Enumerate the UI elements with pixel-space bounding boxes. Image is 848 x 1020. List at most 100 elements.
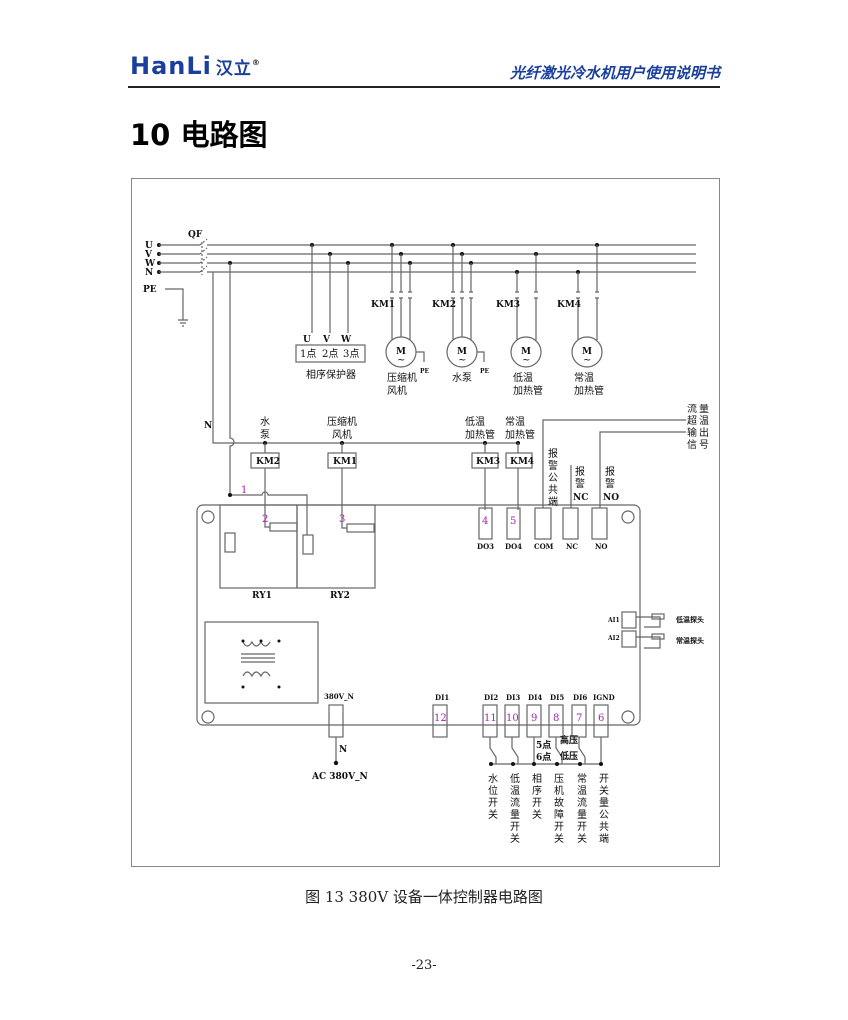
terminal-nc: NC — [566, 542, 578, 551]
motor-ac-icon: ~ — [522, 355, 530, 366]
heater-icon: M — [582, 347, 592, 357]
pe-small: PE — [480, 368, 490, 375]
switch-label: 压机故障开关 — [552, 773, 564, 845]
km4-load-2: 加热管 — [574, 384, 604, 397]
ai1-label: AI1 — [607, 617, 620, 624]
section-title: 10 电路图 — [130, 118, 268, 152]
phase-n-label: N — [145, 268, 153, 278]
ai2-label: AI2 — [607, 635, 620, 642]
motor-ac-icon: ~ — [458, 355, 466, 366]
switch-label: 常温流量开关 — [575, 772, 587, 845]
note-5: 5点 — [536, 739, 551, 751]
power-input: 380V_N N AC 380V_N — [311, 692, 368, 782]
wire-number: 3 — [339, 514, 345, 525]
coil-label: 压缩机 — [327, 415, 357, 428]
km3-label: KM3 — [496, 300, 520, 310]
relay-ry2: RY2 — [330, 591, 350, 601]
km1-label: KM1 — [371, 300, 395, 310]
km3-coil: KM3 — [476, 457, 500, 467]
km4-coil: KM4 — [510, 457, 534, 467]
power-label: AC 380V_N — [311, 772, 368, 782]
phase-w-label: W — [144, 259, 156, 269]
relay-ry1: RY1 — [252, 591, 272, 601]
km2-coil: KM2 — [256, 457, 280, 467]
motor-ac-icon: ~ — [397, 355, 405, 366]
coil-label: 加热管 — [465, 428, 495, 441]
di2-label: DI2 — [484, 693, 498, 702]
analog-inputs: AI1 AI2 低温探头 常温探头 — [607, 611, 704, 649]
switch-label: 开关量公共端 — [597, 773, 609, 845]
switch-label: 相序开关 — [530, 772, 542, 821]
controller-board: RY1 RY2 — [196, 504, 641, 726]
phase-labels: U V W N PE QF — [143, 230, 203, 295]
pe-label: PE — [143, 285, 157, 295]
pp-u: U — [303, 335, 311, 345]
di4-label: DI4 — [528, 693, 542, 702]
terminal-number: 9 — [531, 713, 537, 724]
terminal-number: 12 — [434, 713, 447, 724]
probe-low-temp: 低温探头 — [675, 615, 704, 624]
pp-v: V — [322, 335, 331, 345]
bus-lines — [157, 238, 696, 327]
km1-coil: KM1 — [333, 457, 357, 467]
coil-label: 水 — [260, 416, 270, 428]
coil-label: 常温 — [505, 415, 525, 428]
di6-label: DI6 — [573, 693, 587, 702]
contactor-km1: KM1 M ~ PE 压缩机 风机 — [371, 243, 430, 397]
power-terminal-label: 380V_N — [324, 692, 355, 701]
ignd-label: IGND — [593, 693, 615, 702]
phase-u-label: U — [145, 241, 153, 251]
digital-inputs: DI1 12 DI2 11 DI3 10 DI4 9 DI5 8 DI6 7 I… — [432, 693, 615, 845]
di3-label: DI3 — [506, 693, 520, 702]
transformer — [204, 621, 319, 704]
logo-mark: ® — [251, 58, 261, 67]
figure-caption: 图 13 380V 设备一体控制器电路图 — [305, 888, 543, 906]
page-number: -23- — [411, 958, 437, 973]
terminal-com: COM — [534, 542, 554, 551]
terminal-number: 4 — [482, 516, 488, 527]
terminal-number: 6 — [598, 713, 604, 724]
alarm-com-label: 报警公共端 — [546, 447, 558, 508]
alarm-nc-suffix: NC — [573, 493, 588, 503]
pe-small: PE — [420, 368, 430, 375]
di5-label: DI5 — [550, 693, 564, 702]
transformer-icon — [241, 640, 275, 678]
phase-v-label: V — [144, 250, 153, 260]
logo-text: HanLi — [130, 52, 212, 80]
power-n: N — [339, 745, 347, 755]
terminal-number: 5 — [510, 516, 516, 527]
coil-label: 风机 — [332, 428, 352, 441]
note-6: 6点 — [536, 751, 551, 763]
logo-cn: 汉立 — [215, 59, 252, 79]
pp-point-3: 3点 — [343, 348, 359, 360]
terminal-no: NO — [595, 542, 608, 551]
terminal-do3: DO3 — [477, 542, 494, 551]
wire-number: 1 — [241, 485, 247, 496]
coil-label: 低温 — [465, 415, 485, 428]
contactor-km4: KM4 M ~ 常温 加热管 — [557, 243, 604, 397]
signal-label-box: 流量超温输出信号 — [687, 404, 709, 451]
km3-load-2: 加热管 — [513, 384, 543, 397]
motor-ac-icon: ~ — [583, 355, 591, 366]
motor-icon: M — [396, 347, 406, 357]
note-high: 高压 — [560, 734, 578, 746]
di1-label: DI1 — [435, 693, 449, 702]
terminal-number: 8 — [553, 713, 559, 724]
header-rule — [128, 86, 720, 88]
km4-load-1: 常温 — [574, 371, 594, 384]
terminal-number: 10 — [506, 713, 519, 724]
switch-label: 水位开关 — [486, 773, 498, 821]
km2-load: 水泵 — [452, 372, 472, 384]
contactor-km3: KM3 M ~ 低温 加热管 — [496, 252, 543, 397]
terminal-do4: DO4 — [505, 542, 522, 551]
alarm-nc-label: 报警 — [573, 465, 585, 490]
probe-normal-temp: 常温探头 — [676, 636, 704, 645]
km3-load-1: 低温 — [513, 371, 533, 384]
alarm-no-suffix: NO — [603, 493, 619, 503]
km2-label: KM2 — [432, 300, 456, 310]
heater-icon: M — [521, 347, 531, 357]
document-title: 光纤激光冷水机用户使用说明书 — [509, 64, 720, 82]
pp-point-2: 2点 — [322, 348, 338, 360]
